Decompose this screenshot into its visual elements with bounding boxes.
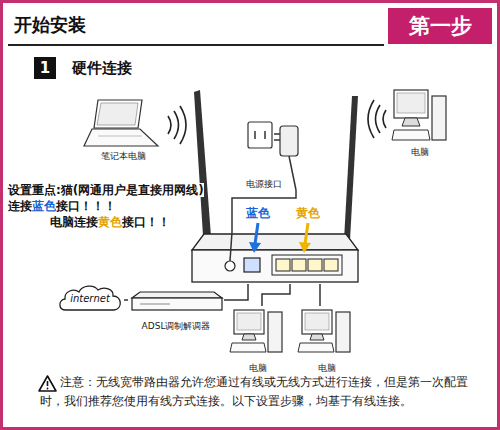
wireless-router: 蓝色黄色: [190, 232, 360, 284]
setup-note: 蓝色: [32, 199, 56, 213]
setup-note: 黄色: [98, 215, 122, 229]
node-label: 第一步: [388, 8, 492, 44]
step-number: 1硬件连接: [34, 57, 56, 79]
wan-port: [244, 258, 260, 272]
desktop-pc: 电脑: [388, 86, 452, 158]
title-rule: [8, 44, 384, 46]
warning-icon-dot: [47, 388, 49, 390]
monitor-screen: [305, 313, 329, 330]
lan-port: [276, 259, 290, 271]
monitor-screen: [397, 93, 425, 113]
desktop-pc: 电脑: [296, 306, 358, 374]
router-top: [192, 234, 358, 250]
node-label: 电脑: [296, 363, 358, 374]
monitor-stand: [402, 118, 420, 126]
setup-note: 接口！！: [122, 215, 170, 229]
internet-cloud: internet: [56, 282, 124, 316]
pc-tower: [432, 96, 446, 140]
cable: [262, 284, 290, 306]
node-heading: 黄色: [296, 206, 320, 220]
note-line: 电脑连接黄色接口！！: [50, 211, 170, 230]
laptop-base: [84, 129, 158, 146]
note-line: 设置重点:猫(网通用户是直接用网线): [8, 179, 204, 198]
monitor: [394, 90, 428, 118]
laptop-keys: [98, 136, 142, 137]
setup-note: 电脑连接: [50, 215, 98, 229]
note-caption: 注意：无线宽带路由器允许您通过有线或无线方式进行连接，但是第一次配置时，我们推荐…: [40, 373, 486, 411]
page-title: 开始安装: [14, 13, 86, 37]
lan-port: [308, 259, 322, 271]
power-cord: [289, 156, 296, 190]
plug-prong: [274, 139, 280, 141]
desktop-pc: 电脑: [228, 306, 288, 374]
power-jack: [225, 261, 235, 271]
laptop-display: [97, 103, 138, 125]
blue-pointer-head: [249, 242, 261, 253]
socket-slot: [264, 131, 266, 139]
setup-note: 设置重点:猫(网通用户是直接用网线): [8, 183, 204, 197]
node-label: 电源接口: [246, 179, 282, 190]
setup-note: 连接: [8, 199, 32, 213]
node-label: ADSL调制解调器: [128, 321, 224, 332]
node-label: 电脑: [388, 147, 452, 158]
lan-port-group: [272, 255, 342, 275]
node-label: 1: [34, 57, 56, 79]
lan-port: [324, 259, 338, 271]
node-label: 笔记本电脑: [80, 151, 166, 162]
monitor-stand: [310, 334, 324, 340]
plug-prong: [274, 133, 280, 135]
warning-icon: [39, 376, 56, 391]
wall-socket: [248, 122, 272, 148]
modem-front: [132, 298, 222, 310]
router-back-panel: [192, 250, 358, 282]
modem-lights: [140, 304, 170, 305]
node-heading: 硬件连接: [72, 58, 132, 78]
power-adapter: 电源接口: [240, 118, 306, 190]
step-badge: 第一步: [388, 8, 492, 44]
wifi-waves: [368, 100, 386, 138]
wifi-waves: [168, 106, 186, 144]
pc-tower: [336, 312, 350, 352]
node-label: internet: [56, 282, 124, 316]
warning-icon-mark: [47, 381, 49, 386]
yellow-pointer: [305, 223, 308, 244]
laptop-screen: [94, 100, 142, 128]
power-adapter: [280, 126, 298, 156]
socket-slot: [254, 131, 256, 139]
keyboard: [392, 130, 430, 140]
note-line: 连接蓝色接口！！！: [8, 195, 116, 214]
blue-pointer: [255, 223, 258, 244]
antenna: [344, 96, 358, 240]
keyboard: [298, 343, 334, 352]
power-cord: [230, 232, 232, 261]
lan-port: [292, 259, 306, 271]
cable: [224, 284, 248, 300]
antenna: [194, 90, 212, 252]
node-label: 蓝色: [246, 206, 270, 220]
modem-top: [132, 292, 222, 298]
keyboard: [230, 343, 266, 352]
yellow-pointer-head: [299, 242, 311, 253]
pc-tower: [268, 312, 282, 352]
monitor: [234, 310, 264, 334]
cable: [319, 284, 321, 306]
monitor-screen: [237, 313, 261, 330]
monitor: [302, 310, 332, 334]
cable: [232, 190, 296, 232]
setup-note: 接口！！！: [56, 199, 116, 213]
adsl-modem: ADSL调制解调器: [128, 290, 224, 332]
cable: [124, 299, 128, 301]
monitor-stand: [242, 334, 256, 340]
node-label: 电脑: [228, 363, 288, 374]
laptop: 笔记本电脑: [80, 96, 166, 162]
